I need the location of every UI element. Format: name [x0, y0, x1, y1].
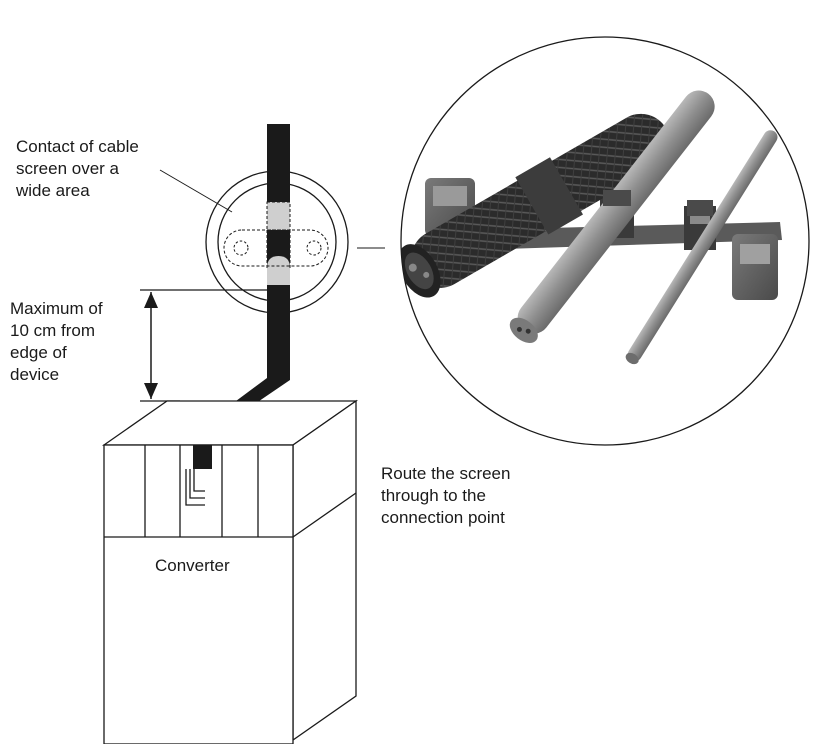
contact-label-line-3: wide area	[16, 181, 90, 200]
cable-end	[193, 445, 212, 469]
contact-leader-line	[159, 169, 233, 213]
screen-contact-clamp	[223, 201, 329, 285]
route-screen-label: Route the screen through to the connecti…	[381, 463, 510, 529]
route-label-line-3: connection point	[381, 508, 505, 527]
maximum-label-line-3: edge of	[10, 343, 67, 362]
maximum-distance-label: Maximum of 10 cm from edge of device	[10, 298, 103, 386]
contact-label-line-1: Contact of cable	[16, 137, 139, 156]
contact-label-line-2: screen over a	[16, 159, 119, 178]
route-label-line-2: through to the	[381, 486, 486, 505]
converter-label: Converter	[155, 556, 230, 575]
maximum-label-line-4: device	[10, 365, 60, 384]
maximum-label-line-2: 10 cm from	[10, 321, 96, 340]
photo-clamp-assembly	[400, 36, 810, 446]
route-label-line-1: Route the screen	[381, 464, 511, 483]
contact-label: Contact of cable screen over a wide area	[16, 136, 139, 202]
converter-box	[101, 399, 359, 744]
dimension-marker	[140, 289, 268, 402]
maximum-label-line-1: Maximum of	[10, 299, 103, 318]
